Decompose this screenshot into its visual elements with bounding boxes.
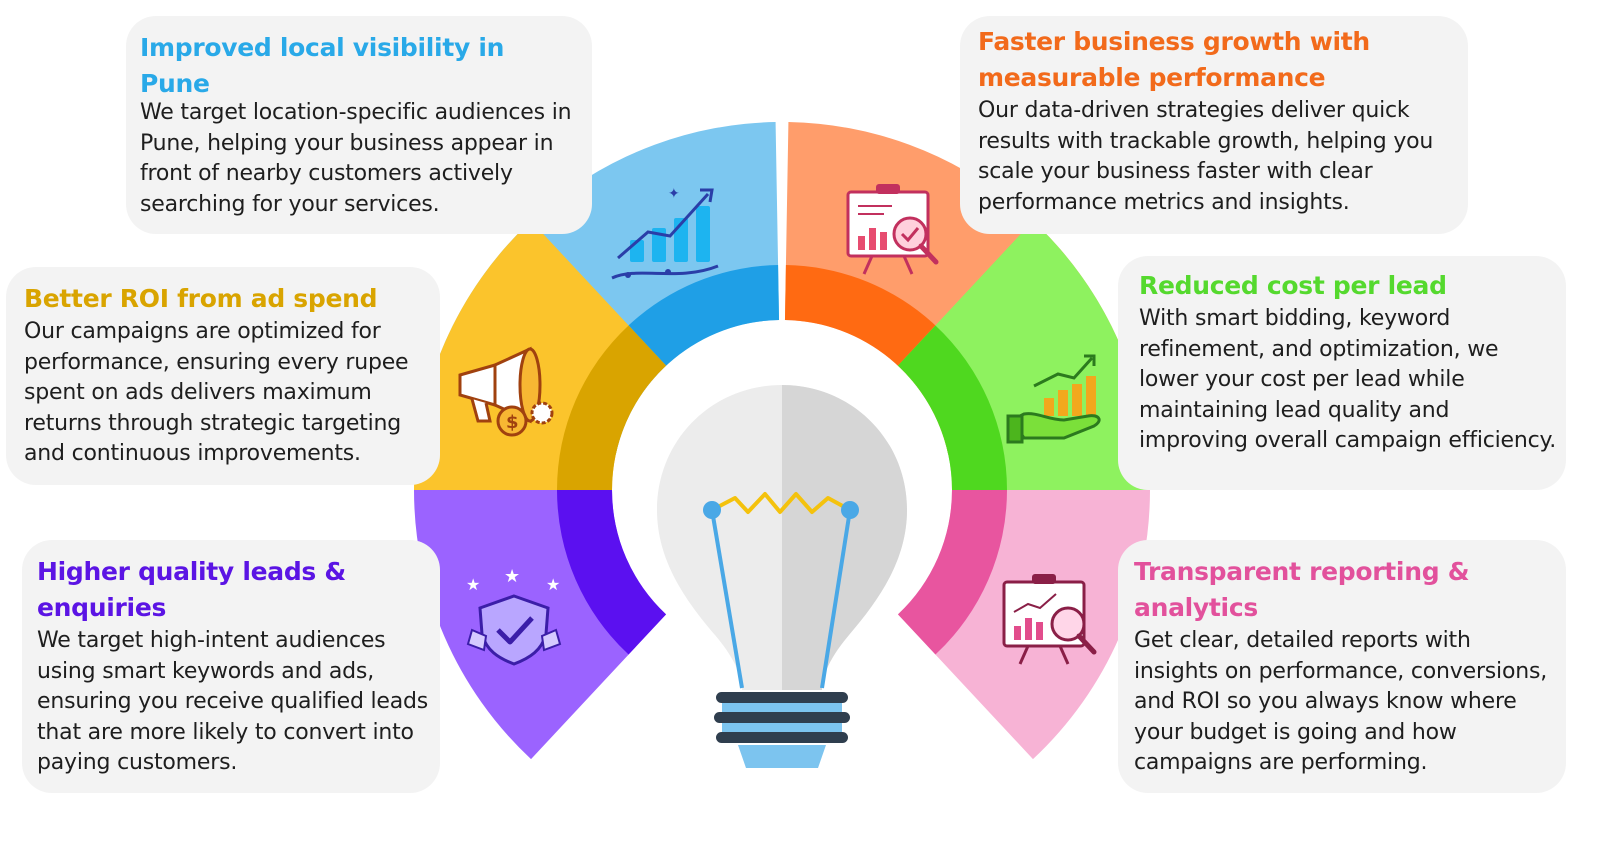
segment-purple-inner xyxy=(557,490,667,655)
card-title: Faster business growth with measurable p… xyxy=(978,27,1370,92)
card-business-growth: Faster business growth with measurable p… xyxy=(960,16,1468,234)
card-better-roi: Better ROI from ad spend Our campaigns a… xyxy=(6,267,440,485)
card-body: Our data-driven strategies deliver quick… xyxy=(978,98,1434,215)
card-local-visibility: Improved local visibility in Pune We tar… xyxy=(126,16,592,234)
card-title: Improved local visibility in Pune xyxy=(140,33,505,98)
svg-text:$: $ xyxy=(506,412,519,433)
card-body: With smart bidding, keyword refinement, … xyxy=(1139,306,1556,453)
card-transparent-reporting: Transparent reporting & analytics Get cl… xyxy=(1118,540,1566,793)
light-bulb-icon xyxy=(657,385,907,768)
segment-yellow-inner xyxy=(557,325,667,490)
segment-green-inner xyxy=(897,325,1007,490)
shield-check-icon: ★ ★ ★ xyxy=(466,566,562,666)
chart-growth-icon: ✦ xyxy=(611,186,719,280)
megaphone-dollar-icon: $ xyxy=(458,346,554,437)
card-body: We target location-specific audiences in… xyxy=(140,100,572,217)
svg-text:✦: ✦ xyxy=(668,186,680,202)
card-title: Better ROI from ad spend xyxy=(24,284,378,313)
card-reduced-cost: Reduced cost per lead With smart bidding… xyxy=(1118,256,1566,490)
card-title: Reduced cost per lead xyxy=(1139,271,1447,300)
card-quality-leads: Higher quality leads & enquiries We targ… xyxy=(22,540,440,793)
hand-growth-chart-icon xyxy=(1006,354,1101,444)
svg-text:★: ★ xyxy=(504,566,520,587)
card-body: We target high-intent audiences using sm… xyxy=(37,628,429,775)
card-body: Our campaigns are optimized for performa… xyxy=(24,319,409,466)
presentation-analysis-icon xyxy=(846,184,939,275)
card-title: Transparent reporting & analytics xyxy=(1134,557,1470,622)
svg-text:★: ★ xyxy=(546,575,560,594)
card-body: Get clear, detailed reports with insight… xyxy=(1134,628,1548,775)
segment-pink-inner xyxy=(897,490,1007,655)
report-magnifier-icon xyxy=(1002,574,1097,665)
card-title: Higher quality leads & enquiries xyxy=(37,557,346,622)
svg-text:★: ★ xyxy=(466,575,480,594)
